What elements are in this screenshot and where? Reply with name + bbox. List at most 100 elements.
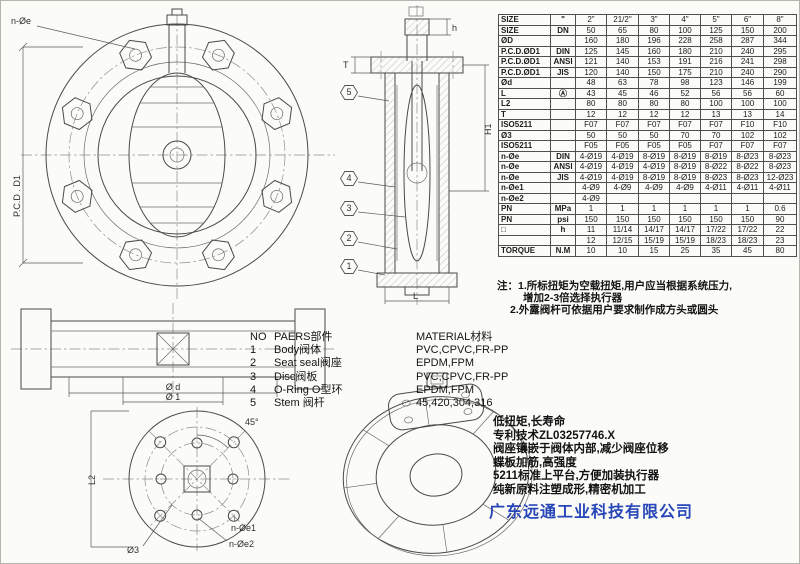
spec-cell-val: 240 bbox=[731, 45, 764, 57]
spec-cell-sub bbox=[550, 108, 576, 120]
spec-cell-val: 80 bbox=[638, 24, 670, 36]
spec-cell-val: 4-Ø9 bbox=[638, 182, 670, 194]
feature-line: 低扭矩,长寿命 bbox=[493, 416, 566, 428]
spec-cell-sub: ANSI bbox=[550, 161, 576, 173]
spec-cell-val: 8-Ø19 bbox=[669, 150, 701, 162]
spec-cell-val: 102 bbox=[763, 129, 797, 141]
spec-cell-val: 80 bbox=[638, 98, 670, 110]
spec-cell-val: 17/22 bbox=[731, 224, 764, 236]
spec-cell-lbl: □ bbox=[498, 224, 551, 236]
spec-cell-lbl: n-Øe2 bbox=[498, 192, 551, 204]
spec-cell-val: 78 bbox=[638, 77, 670, 89]
spec-cell-val: 123 bbox=[700, 77, 732, 89]
spec-cell-val: 150 bbox=[669, 213, 701, 225]
spec-cell-val: 65 bbox=[606, 24, 639, 36]
spec-cell-val: 5" bbox=[700, 14, 732, 26]
spec-cell-val: 80 bbox=[669, 98, 701, 110]
spec-cell-val: 180 bbox=[606, 35, 639, 47]
flange-e1-label: n-Øe1 bbox=[231, 523, 256, 533]
front-view-drawing: n-Øe P.C.D . D1 bbox=[11, 8, 335, 299]
spec-cell-val: 25 bbox=[669, 245, 701, 257]
spec-cell-lbl: Ød bbox=[498, 77, 551, 89]
spec-cell-val: 1 bbox=[638, 203, 670, 215]
spec-cell-val: F07 bbox=[669, 119, 701, 131]
spec-cell-val: 150 bbox=[575, 213, 607, 225]
spec-cell-val: F10 bbox=[731, 119, 764, 131]
spec-cell-val: 4-Ø9 bbox=[669, 182, 701, 194]
spec-cell-val: F07 bbox=[575, 119, 607, 131]
spec-cell-val: 80 bbox=[763, 245, 797, 257]
spec-cell-val: 48 bbox=[575, 77, 607, 89]
spec-cell-val: 12 bbox=[669, 108, 701, 120]
spec-cell-sub bbox=[550, 35, 576, 47]
spec-cell-lbl: P.C.D.ØD1 bbox=[498, 66, 551, 78]
notes-block: 注：1.所标扭矩为空载扭矩,用户应当根据系统压力, 增加2-3倍选择执行器 2.… bbox=[497, 280, 797, 316]
spec-cell-lbl: L bbox=[498, 87, 551, 99]
spec-cell-val: 98 bbox=[669, 77, 701, 89]
spec-cell-val: 150 bbox=[638, 213, 670, 225]
spec-cell-val: 150 bbox=[731, 24, 764, 36]
spec-cell-sub: DN bbox=[550, 24, 576, 36]
spec-cell-val: 2" bbox=[575, 14, 607, 26]
spec-cell-val: 210 bbox=[700, 45, 732, 57]
spec-cell-sub bbox=[550, 182, 576, 194]
section-h-label: h bbox=[452, 23, 457, 33]
spec-cell-val: F05 bbox=[669, 140, 701, 152]
spec-cell-val: 12 bbox=[606, 108, 639, 120]
spec-cell-val bbox=[638, 192, 670, 204]
section-l-label: L bbox=[413, 291, 418, 301]
note-line: 增加2-3倍选择执行器 bbox=[523, 291, 623, 304]
spec-cell-sub: JIS bbox=[550, 66, 576, 78]
parts-header-no: NO bbox=[250, 331, 267, 343]
spec-cell-val: 11/14 bbox=[606, 224, 639, 236]
spec-cell-val: 4-Ø9 bbox=[575, 182, 607, 194]
spec-cell-val: 22 bbox=[763, 224, 797, 236]
spec-cell-val: F07 bbox=[763, 140, 797, 152]
spec-cell-val: 150 bbox=[606, 213, 639, 225]
spec-cell-val: 45 bbox=[731, 245, 764, 257]
side-dim-d-label: Ø d bbox=[166, 382, 181, 392]
spec-cell-val: 15 bbox=[638, 245, 670, 257]
spec-cell-val: 14/17 bbox=[638, 224, 670, 236]
spec-cell-lbl: ISO5211 bbox=[498, 119, 551, 131]
spec-cell-val bbox=[700, 192, 732, 204]
spec-cell-sub: N.M bbox=[550, 245, 576, 257]
spec-cell-val: 4-Ø11 bbox=[763, 182, 797, 194]
spec-cell-val: 15/19 bbox=[638, 234, 670, 246]
spec-cell-val: 4-Ø19 bbox=[606, 161, 639, 173]
spec-cell-val: 80 bbox=[575, 98, 607, 110]
spec-cell-sub: Ⓐ bbox=[550, 87, 576, 99]
spec-cell-val: 4-Ø19 bbox=[606, 150, 639, 162]
spec-cell-lbl: n-Øe bbox=[498, 171, 551, 183]
spec-cell-sub bbox=[550, 192, 576, 204]
spec-cell-val: 90 bbox=[763, 213, 797, 225]
spec-cell-sub: JIS bbox=[550, 171, 576, 183]
spec-row: SIZE"2"21/2"3"4"5"6"8" bbox=[498, 14, 797, 26]
spec-cell-lbl: P.C.D.ØD1 bbox=[498, 45, 551, 57]
feature-line: 蝶板加筋,高强度 bbox=[493, 456, 577, 469]
spec-cell-val bbox=[669, 192, 701, 204]
isometric-view-drawing bbox=[342, 372, 533, 557]
spec-cell-val: 216 bbox=[700, 56, 732, 68]
spec-cell-val: 0.6 bbox=[763, 203, 797, 215]
spec-cell-val: 6" bbox=[731, 14, 764, 26]
spec-cell-val: 241 bbox=[731, 56, 764, 68]
spec-cell-sub: DIN bbox=[550, 150, 576, 162]
spec-cell-val: 12/15 bbox=[606, 234, 639, 246]
spec-cell-val: 8-Ø19 bbox=[669, 161, 701, 173]
spec-cell-val: F05 bbox=[575, 140, 607, 152]
spec-cell-val: 298 bbox=[763, 56, 797, 68]
spec-cell-sub: ANSI bbox=[550, 56, 576, 68]
spec-cell-val: 70 bbox=[669, 129, 701, 141]
